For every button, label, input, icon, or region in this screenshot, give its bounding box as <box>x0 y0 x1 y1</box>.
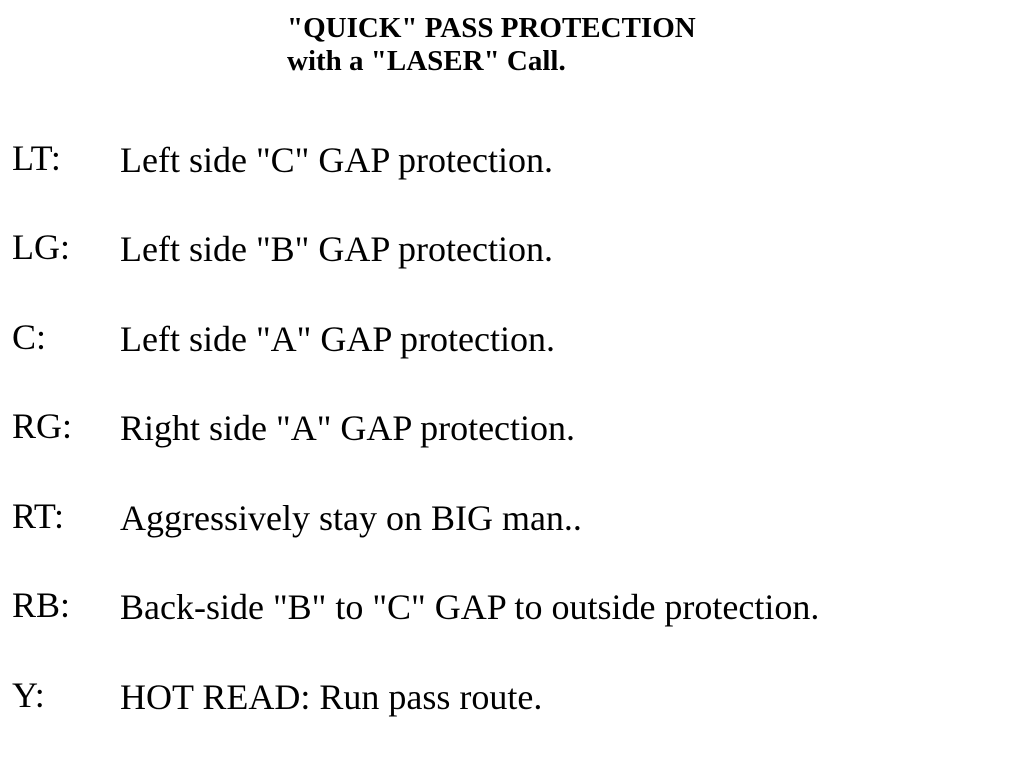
assignment-description: HOT READ: Run pass route. <box>120 677 543 717</box>
assignment-description: Aggressively stay on BIG man.. <box>120 498 582 538</box>
assignment-description: Left side "A" GAP protection. <box>120 319 555 359</box>
page-title: "QUICK" PASS PROTECTION with a "LASER" C… <box>287 12 696 78</box>
assignment-row-y: Y: HOT READ: Run pass route. <box>0 675 1024 725</box>
position-label: RT: <box>12 496 65 536</box>
assignment-row-lg: LG: Left side "B" GAP protection. <box>0 227 1024 277</box>
assignment-row-rg: RG: Right side "A" GAP protection. <box>0 406 1024 456</box>
title-line-1: "QUICK" PASS PROTECTION <box>287 12 696 44</box>
assignment-row-c: C: Left side "A" GAP protection. <box>0 317 1024 367</box>
position-label: C: <box>12 317 47 357</box>
assignment-row-lt: LT: Left side "C" GAP protection. <box>0 138 1024 188</box>
position-label: Y: <box>12 675 45 715</box>
assignment-description: Right side "A" GAP protection. <box>120 408 576 448</box>
assignment-row-rb: RB: Back-side "B" to "C" GAP to outside … <box>0 585 1024 635</box>
position-label: LT: <box>12 138 61 178</box>
position-label: RG: <box>12 406 73 446</box>
assignment-description: Back-side "B" to "C" GAP to outside prot… <box>120 587 820 627</box>
assignment-description: Left side "C" GAP protection. <box>120 140 553 180</box>
assignment-row-rt: RT: Aggressively stay on BIG man.. <box>0 496 1024 546</box>
title-line-2: with a "LASER" Call. <box>287 45 566 77</box>
position-label: RB: <box>12 585 71 625</box>
assignment-description: Left side "B" GAP protection. <box>120 229 553 269</box>
position-label: LG: <box>12 227 70 267</box>
